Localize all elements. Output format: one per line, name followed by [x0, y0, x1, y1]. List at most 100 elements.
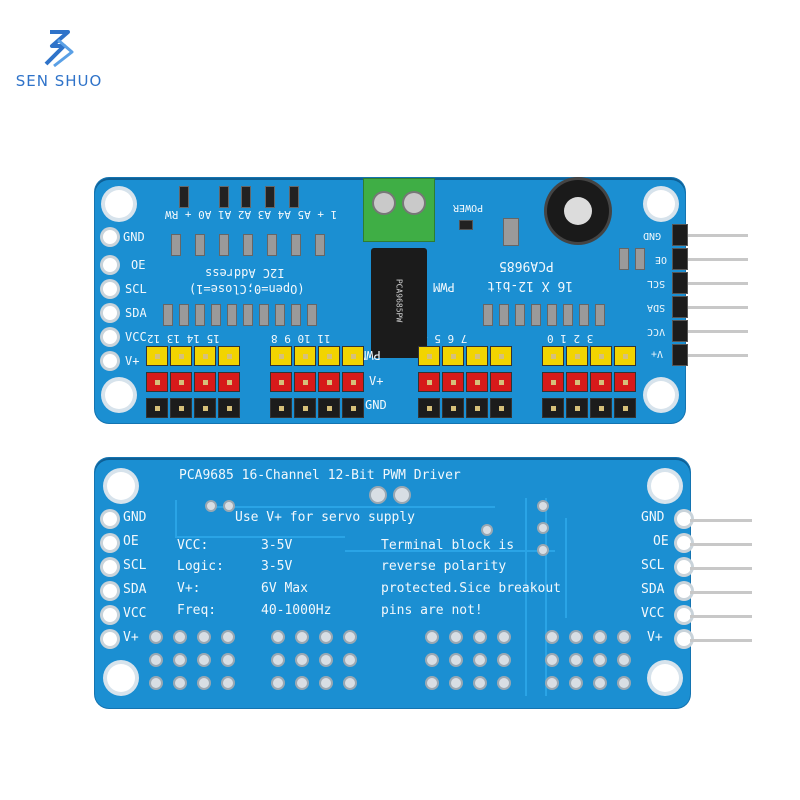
gnd-pin [418, 398, 440, 418]
pad-vcc [103, 330, 117, 344]
header-pin-block [672, 248, 688, 270]
pad-vcc [677, 608, 691, 622]
via [483, 526, 491, 534]
solder-pad [345, 678, 355, 688]
header-pin [690, 543, 752, 546]
via [225, 502, 233, 510]
pwm-pin [418, 346, 440, 366]
pcb-trace [215, 506, 495, 509]
gnd-pin [194, 398, 216, 418]
resistor [259, 304, 269, 326]
header-pin [688, 306, 748, 309]
spec-note-2: reverse polarity [381, 559, 507, 574]
resistor [563, 304, 573, 326]
resistor [275, 304, 285, 326]
solder-pad [273, 655, 283, 665]
right-label-vcc: VCC [647, 326, 666, 337]
vplus-pin [466, 372, 488, 392]
pcb-trace [565, 518, 568, 618]
solder-pad [223, 655, 233, 665]
right-label-sda: SDA [647, 302, 666, 313]
pcb-trace [175, 500, 178, 536]
resistor [531, 304, 541, 326]
resistor [195, 304, 205, 326]
pad-sda [103, 306, 117, 320]
zigzag-logo-icon [44, 30, 74, 68]
header-pin-block [672, 344, 688, 366]
bottom-left-label-oe: OE [123, 534, 139, 549]
header-pin-block [672, 320, 688, 342]
channel-label-group-a: 15 14 13 12 [147, 332, 220, 345]
gnd-pin [170, 398, 192, 418]
screw-icon [404, 193, 424, 213]
left-label-vcc: VCC [125, 330, 147, 344]
servo-supply-note: Use V+ for servo supply [235, 510, 416, 525]
row-label-gnd: GND [365, 398, 387, 412]
solder-pad [451, 655, 461, 665]
vplus-pin [146, 372, 168, 392]
gnd-pin [146, 398, 168, 418]
pwm-pin [270, 346, 292, 366]
i2c-jumper-note: (Open=0;Close=1) [189, 282, 305, 296]
via [395, 488, 409, 502]
bottom-right-label-oe: OE [653, 534, 669, 549]
pad-scl [677, 560, 691, 574]
resistor [179, 304, 189, 326]
solder-pad [151, 678, 161, 688]
solder-pad [451, 678, 461, 688]
pad-vplus [103, 632, 117, 646]
brand-name: SEN SHUO [15, 72, 103, 90]
gnd-pin [466, 398, 488, 418]
channel-label-group-d: 3 2 1 0 [547, 332, 594, 345]
via [539, 502, 547, 510]
resistor [515, 304, 525, 326]
solder-pad [321, 632, 331, 642]
solder-pad [151, 655, 161, 665]
gnd-pin [318, 398, 340, 418]
left-label-sda: SDA [125, 306, 147, 320]
resistor [171, 234, 181, 256]
solder-pad [547, 678, 557, 688]
resistor [619, 248, 629, 270]
solder-pad [499, 655, 509, 665]
vplus-pin [194, 372, 216, 392]
solder-pad [475, 678, 485, 688]
pad-oe [103, 258, 117, 272]
mount-hole [105, 381, 133, 409]
vplus-pin [614, 372, 636, 392]
pwm-pin [342, 346, 364, 366]
bottom-right-label-sda: SDA [641, 582, 665, 597]
solder-pad [345, 632, 355, 642]
pcb-trace [345, 550, 555, 553]
resistor [163, 304, 173, 326]
resistor [595, 304, 605, 326]
resistor [267, 234, 277, 256]
solder-pad [199, 655, 209, 665]
via [539, 546, 547, 554]
solder-pad [151, 632, 161, 642]
vplus-pin [590, 372, 612, 392]
resistor [195, 234, 205, 256]
vplus-pin [318, 372, 340, 392]
solder-pad [475, 655, 485, 665]
left-label-vplus: V+ [125, 354, 140, 368]
pad-gnd [103, 512, 117, 526]
bottom-pcb-board: PCA9685 16-Channel 12-Bit PWM Driver Use… [95, 458, 691, 708]
spec-value-freq: 40-1000Hz [261, 603, 332, 618]
resistor [315, 234, 325, 256]
bottom-right-label-vplus: V+ [647, 630, 663, 645]
solder-pad [175, 655, 185, 665]
address-jumper [289, 186, 299, 208]
header-pin [688, 258, 748, 261]
pwm-top-label: PWM [433, 280, 455, 294]
bottom-left-label-vplus: V+ [123, 630, 139, 645]
chip-spec-label: 16 X 12-bit [487, 278, 574, 293]
mount-hole [651, 472, 679, 500]
resistor [499, 304, 509, 326]
solder-pad [547, 655, 557, 665]
mount-hole [105, 190, 133, 218]
brand-logo: SEN SHUO [4, 28, 114, 98]
gnd-pin [270, 398, 292, 418]
vplus-pin [270, 372, 292, 392]
power-terminal-block [363, 178, 435, 242]
